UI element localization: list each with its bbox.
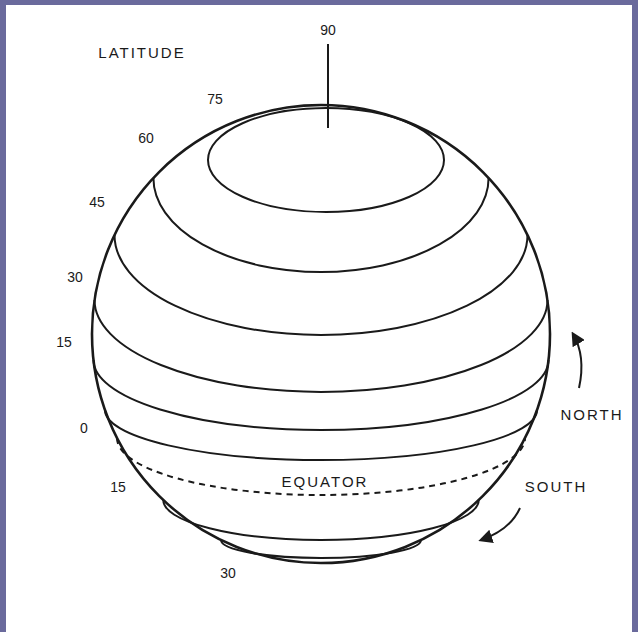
latitude-number: 75 [205, 91, 225, 107]
equator-line [117, 438, 525, 495]
latitude-number: 30 [65, 269, 85, 285]
parallel-line [94, 360, 549, 430]
latitude-number: 30 [218, 565, 238, 581]
latitude-number: 15 [108, 479, 128, 495]
parallel-line [115, 235, 528, 335]
latitude-number: 0 [78, 420, 90, 436]
direction-label: SOUTH [523, 478, 590, 495]
latitude-number: 60 [136, 130, 156, 146]
latitude-number: 45 [87, 194, 107, 210]
parallel-line [163, 500, 478, 540]
latitude-number: 90 [318, 22, 338, 38]
north-arrow [573, 334, 581, 388]
south-arrow [481, 508, 520, 540]
equator-label: EQUATOR [280, 473, 371, 490]
parallel-line [95, 300, 548, 392]
latitude-number: 15 [54, 334, 74, 350]
pole-axis [327, 44, 329, 128]
parallel-line [208, 108, 444, 212]
parallel-line [153, 178, 488, 272]
globe-outline [92, 105, 550, 563]
heading-label: LATITUDE [96, 44, 187, 61]
parallel-line [221, 540, 421, 558]
parallel-line [105, 410, 537, 460]
direction-label: NORTH [558, 406, 625, 423]
